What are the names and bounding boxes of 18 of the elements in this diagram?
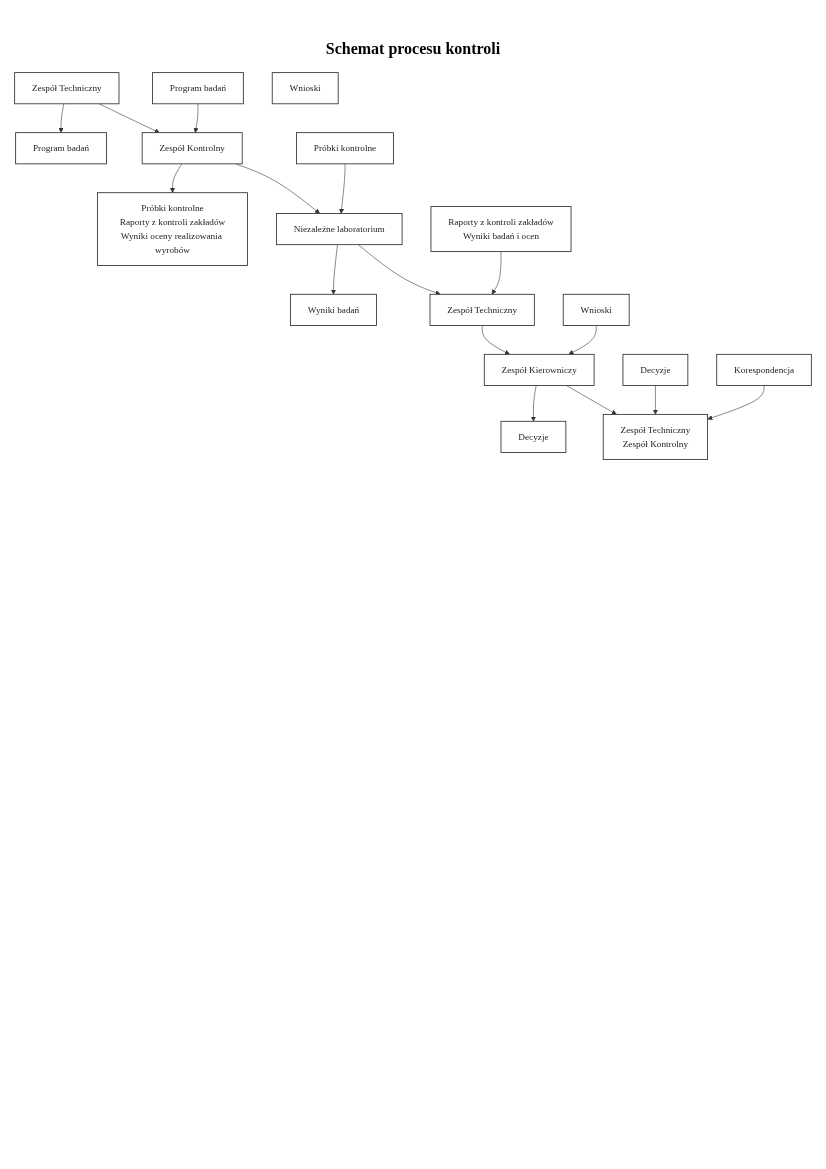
node-box: Zespół Techniczny Zespół Kontrolny [602,413,708,460]
node-box: Zespół Kierowniczy [483,353,595,386]
node-box: Korespondencja [716,353,812,386]
node-box: Raporty z kontroli zakładów Wyniki badań i ocen [430,206,572,252]
node-box: Wyniki badań [289,293,377,326]
node-box: Wnioski [562,293,630,326]
node-box: Decyzje [622,353,689,386]
node-box: Zespół Techniczny [429,293,535,326]
node-box: Próbki kontrolne [296,132,394,165]
diagram-title: Schemat procesu kontroli [324,40,502,58]
node-box: Program badań [152,72,244,105]
node-box: Wnioski [271,72,339,105]
node-box: Program badań [15,132,107,165]
node-box: Zespół Techniczny [14,72,120,105]
node-box: Próbki kontrolne Raporty z kontroli zakładów Wyniki oceny realizowania wyrobów [97,192,248,266]
node-box: Niezależne laboratorium [276,213,403,246]
node-box: Zespół Kontrolny [141,132,243,165]
node-box: Decyzje [500,420,567,453]
